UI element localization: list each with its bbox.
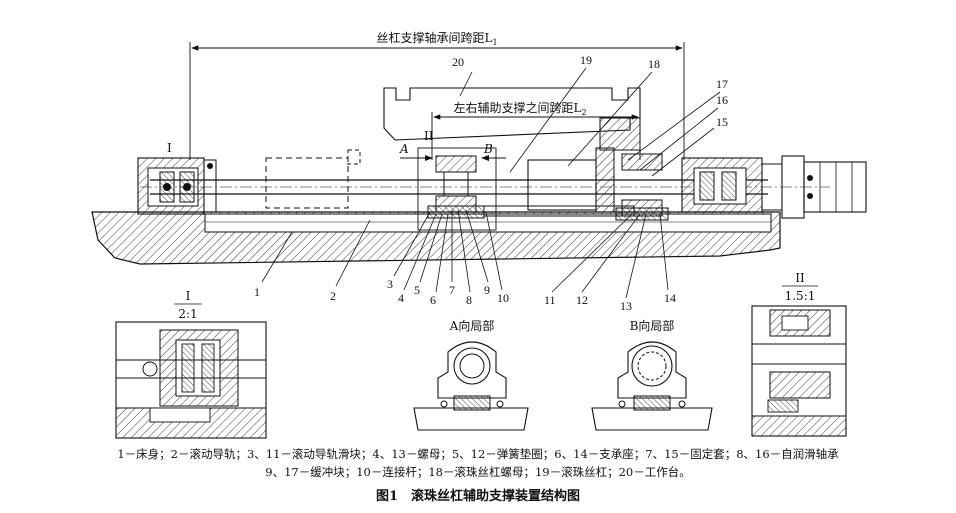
left-auxiliary-support	[427, 155, 485, 219]
svg-text:左右辅助支撑之间跨距L2: 左右辅助支撑之间跨距L2	[453, 100, 586, 117]
view-b-title: B向局部	[630, 318, 675, 333]
bottom-leaders	[261, 209, 669, 299]
part-number-4: 4	[398, 291, 404, 305]
section-ii-label: II	[424, 129, 434, 143]
legend-line-2: 9、17－缓冲块；10－连接杆；18－滚珠丝杠螺母；19－滚珠丝杠；20－工作台…	[265, 465, 691, 479]
part-number-15: 15	[716, 115, 728, 129]
part-number-17: 17	[716, 77, 728, 91]
part-number-11: 11	[544, 293, 556, 307]
part-number-10: 10	[497, 291, 509, 305]
detail-ii-view: II 1.5:1	[751, 271, 847, 437]
part-number-12: 12	[576, 293, 588, 307]
top-leaders	[459, 67, 721, 177]
part-number-8: 8	[466, 293, 472, 307]
detail-i-title: I	[186, 289, 191, 303]
part-number-14: 14	[664, 291, 676, 305]
part-number-16: 16	[716, 93, 728, 107]
worktable	[383, 87, 641, 151]
view-a-mark: A	[399, 142, 409, 156]
right-auxiliary-support	[615, 153, 669, 221]
svg-text:丝杠支撑轴承间跨距L1: 丝杠支撑轴承间跨距L1	[376, 30, 497, 47]
detail-ii-scale: 1.5:1	[785, 289, 816, 303]
part-number-6: 6	[430, 293, 436, 307]
bottom-part-numbers: 1 2 3 4 5 6 7 8 9 10 11 12 13 14	[254, 277, 676, 313]
view-direction-arrows: A B	[399, 142, 506, 161]
part-number-2: 2	[330, 289, 336, 303]
legend-line-1: 1－床身；2－滚动导轨；3、11－滚动导轨滑块；4、13－螺母；5、12－弹簧垫…	[117, 447, 839, 461]
detail-i-view: I 2:1	[115, 289, 267, 439]
ball-screw-nut	[527, 147, 615, 213]
view-a-detail: A向局部	[413, 318, 529, 431]
part-number-1: 1	[254, 285, 260, 299]
view-a-title: A向局部	[449, 318, 495, 333]
dimension-l2-subscript: 2	[581, 108, 586, 117]
section-ii-frame: II	[417, 129, 497, 231]
detail-ii-title: II	[795, 271, 805, 285]
part-number-20: 20	[452, 55, 464, 69]
part-number-13: 13	[620, 299, 632, 313]
top-part-numbers: 20 19 18 17 16 15	[452, 53, 728, 129]
section-i-label: I	[167, 141, 172, 155]
part-number-19: 19	[580, 53, 592, 67]
part-number-3: 3	[387, 277, 393, 291]
figure-caption: 图1 滚珠丝杠辅助支撑装置结构图	[375, 489, 581, 504]
left-bearing-housing	[137, 157, 217, 215]
dimension-l2-label: 左右辅助支撑之间跨距L	[453, 100, 581, 115]
view-b-mark: B	[483, 142, 493, 156]
right-bearing-housing	[681, 157, 763, 213]
phantom-nut-left	[265, 149, 361, 209]
dimension-l1-subscript: 1	[492, 38, 497, 47]
part-number-7: 7	[449, 283, 455, 297]
motor-coupling	[761, 155, 867, 219]
part-number-5: 5	[414, 283, 420, 297]
machine-bed	[91, 211, 781, 265]
dimension-l1: 丝杠支撑轴承间跨距L1	[189, 30, 685, 160]
part-number-9: 9	[484, 283, 490, 297]
dimension-l2: 左右辅助支撑之间跨距L2	[431, 100, 641, 160]
detail-i-scale: 2:1	[178, 307, 197, 321]
dimension-l1-label: 丝杠支撑轴承间跨距L	[376, 30, 492, 45]
part-number-18: 18	[648, 57, 660, 71]
view-b-detail: B向局部	[591, 318, 713, 431]
